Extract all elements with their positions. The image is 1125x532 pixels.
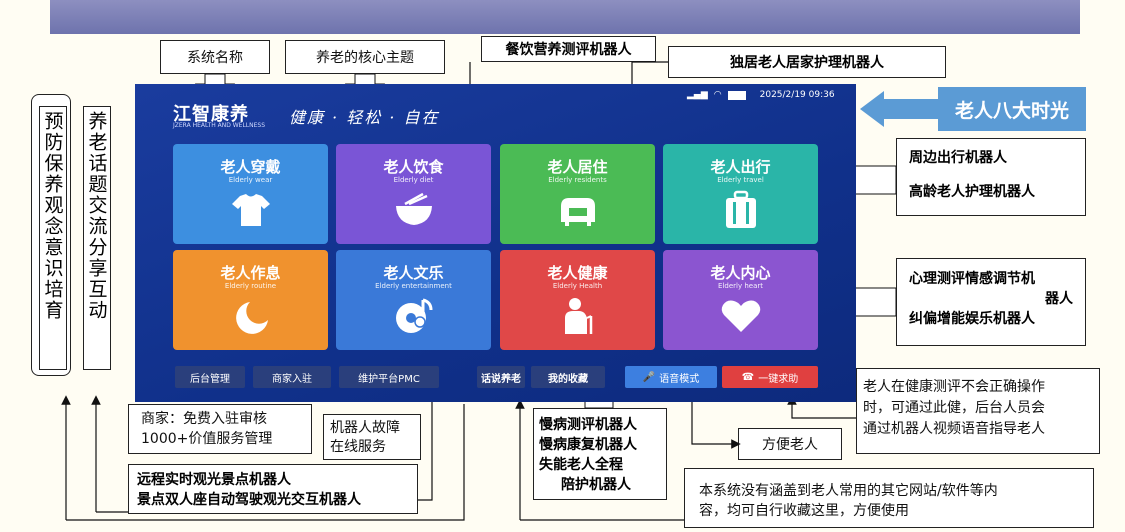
elder-care-robot-label: 高龄老人护理机器人 xyxy=(909,184,1035,200)
not-covered-line: 本系统没有涵盖到老人常用的其它网站/软件等内 xyxy=(699,483,998,499)
sightseeing-box: 远程实时观光景点机器人 景点双人座自动驾驶观光交互机器人 xyxy=(128,464,418,514)
microphone-icon: 🎤 xyxy=(642,371,656,383)
diet-robot-label: 餐饮营养测评机器人 xyxy=(481,36,656,62)
robot-fault-line: 在线服务 xyxy=(330,439,386,455)
tile-subtitle: Elderly routine xyxy=(224,282,277,290)
sos-button[interactable]: ☎一键求助 xyxy=(722,366,818,388)
signal-icon: ▂▄▆ xyxy=(687,90,708,100)
app-screen: 江智康养 JZERA HEALTH AND WELLNESS 健康 · 轻松 ·… xyxy=(135,84,856,402)
tile-title: 老人穿戴 xyxy=(220,158,281,176)
not-covered-line: 容，均可自行收藏这里，方便使用 xyxy=(699,503,909,519)
tile-title: 老人健康 xyxy=(547,264,608,282)
sofa-icon xyxy=(555,190,601,230)
tile-subtitle: Elderly Health xyxy=(552,282,603,290)
chronic-line: 陪护机器人 xyxy=(561,477,631,493)
tile-subtitle: Elderly residents xyxy=(548,176,607,184)
tile-subtitle: Elderly wear xyxy=(228,176,273,184)
help-icon: ☎ xyxy=(741,371,755,383)
sos-label: 一键求助 xyxy=(758,373,799,385)
tile-subtitle: Elderly entertainment xyxy=(375,282,452,290)
luggage-icon xyxy=(718,190,764,230)
robot-fault-box: 机器人故障 在线服务 xyxy=(323,414,421,460)
svg-text:z: z xyxy=(250,312,256,323)
travel-robot-box: 周边出行机器人 高龄老人护理机器人 xyxy=(896,138,1086,216)
bottom-button-3[interactable]: 话说养老 xyxy=(477,366,525,388)
merchant-line: 商家：免费入驻审核 xyxy=(141,411,267,427)
app-slogan: 健康 · 轻松 · 自在 xyxy=(289,108,440,127)
tshirt-icon xyxy=(228,190,274,230)
health-help-line: 老人在健康测评不会正确操作 xyxy=(863,379,1045,395)
chronic-line: 慢病测评机器人 xyxy=(539,417,637,433)
merchant-line: 1000+价值服务管理 xyxy=(141,431,273,447)
health-help-box: 老人在健康测评不会正确操作 时，可通过此健，后台人员会 通过机器人视频语音指导老… xyxy=(856,368,1100,454)
robot-fault-line: 机器人故障 xyxy=(330,420,400,436)
merchant-box: 商家：免费入驻审核 1000+价值服务管理 xyxy=(128,404,312,454)
status-bar: ▂▄▆ ◠ 2025/2/19 09:36 xyxy=(687,90,835,100)
connector-line xyxy=(691,400,741,449)
bottom-button-0[interactable]: 后台管理 xyxy=(175,366,245,388)
psych-robot-line: 心理测评情感调节机 xyxy=(909,271,1035,287)
music-disc-icon xyxy=(391,296,437,336)
home-robot-label: 独居老人居家护理机器人 xyxy=(668,46,946,78)
sightseeing-line: 景点双人座自动驾驶观光交互机器人 xyxy=(137,492,361,508)
psych-robot-line: 纠偏增能娱乐机器人 xyxy=(909,311,1035,327)
title-bar xyxy=(50,0,1080,34)
psych-robot-line: 器人 xyxy=(1045,291,1073,307)
eight-times-label: 老人八大时光 xyxy=(938,87,1086,131)
tile-title: 老人内心 xyxy=(710,264,771,282)
wifi-icon: ◠ xyxy=(713,90,722,100)
bowl-icon xyxy=(391,190,437,230)
connector-line xyxy=(787,395,856,419)
chronic-robot-box: 慢病测评机器人 慢病康复机器人 失能老人全程 陪护机器人 xyxy=(533,408,667,500)
sightseeing-line: 远程实时观光景点机器人 xyxy=(137,472,291,488)
travel-robot-label: 周边出行机器人 xyxy=(909,150,1007,166)
tile-subtitle: Elderly travel xyxy=(717,176,764,184)
bottom-bar: 后台管理商家入驻维护平台PMC 话说养老我的收藏 xyxy=(175,366,605,388)
health-help-line: 通过机器人视频语音指导老人 xyxy=(863,421,1045,437)
tile-title: 老人文乐 xyxy=(383,264,444,282)
not-covered-box: 本系统没有涵盖到老人常用的其它网站/软件等内 容，均可自行收藏这里，方便使用 xyxy=(684,468,1094,528)
chronic-line: 失能老人全程 xyxy=(539,457,623,473)
chronic-line: 慢病康复机器人 xyxy=(539,437,637,453)
battery-icon xyxy=(727,90,746,100)
arrow-shape xyxy=(860,91,938,127)
bottom-button-4[interactable]: 我的收藏 xyxy=(531,366,605,388)
app-logo: 江智康养 xyxy=(173,104,249,125)
tile-title: 老人居住 xyxy=(547,158,608,176)
psych-robot-box: 心理测评情感调节机 器人 纠偏增能娱乐机器人 xyxy=(896,258,1086,346)
prevention-label: 预防保养观念意识培育 xyxy=(39,106,67,370)
tile-subtitle: Elderly heart xyxy=(718,282,763,290)
voice-mode-button[interactable]: 🎤语音模式 xyxy=(625,366,717,388)
bottom-button-2[interactable]: 维护平台PMC xyxy=(339,366,439,388)
status-datetime: 2025/2/19 09:36 xyxy=(759,90,835,100)
connector-line xyxy=(66,404,465,521)
moon-icon: z xyxy=(228,296,274,336)
app-logo-subtitle: JZERA HEALTH AND WELLNESS xyxy=(173,122,266,129)
tile-title: 老人作息 xyxy=(220,264,281,282)
tile-title: 老人饮食 xyxy=(383,158,444,176)
bottom-button-1[interactable]: 商家入驻 xyxy=(253,366,331,388)
tile-title: 老人出行 xyxy=(710,158,771,176)
tile-subtitle: Elderly diet xyxy=(393,176,434,184)
convenience-label: 方便老人 xyxy=(738,428,842,460)
topic-exchange-label: 养老话题交流分享互动 xyxy=(83,106,111,370)
core-theme-label: 养老的核心主题 xyxy=(285,40,445,74)
heart-icon xyxy=(718,296,764,336)
elder-person-icon xyxy=(555,296,601,336)
voice-mode-label: 语音模式 xyxy=(659,373,700,385)
health-help-line: 时，可通过此健，后台人员会 xyxy=(863,400,1045,416)
